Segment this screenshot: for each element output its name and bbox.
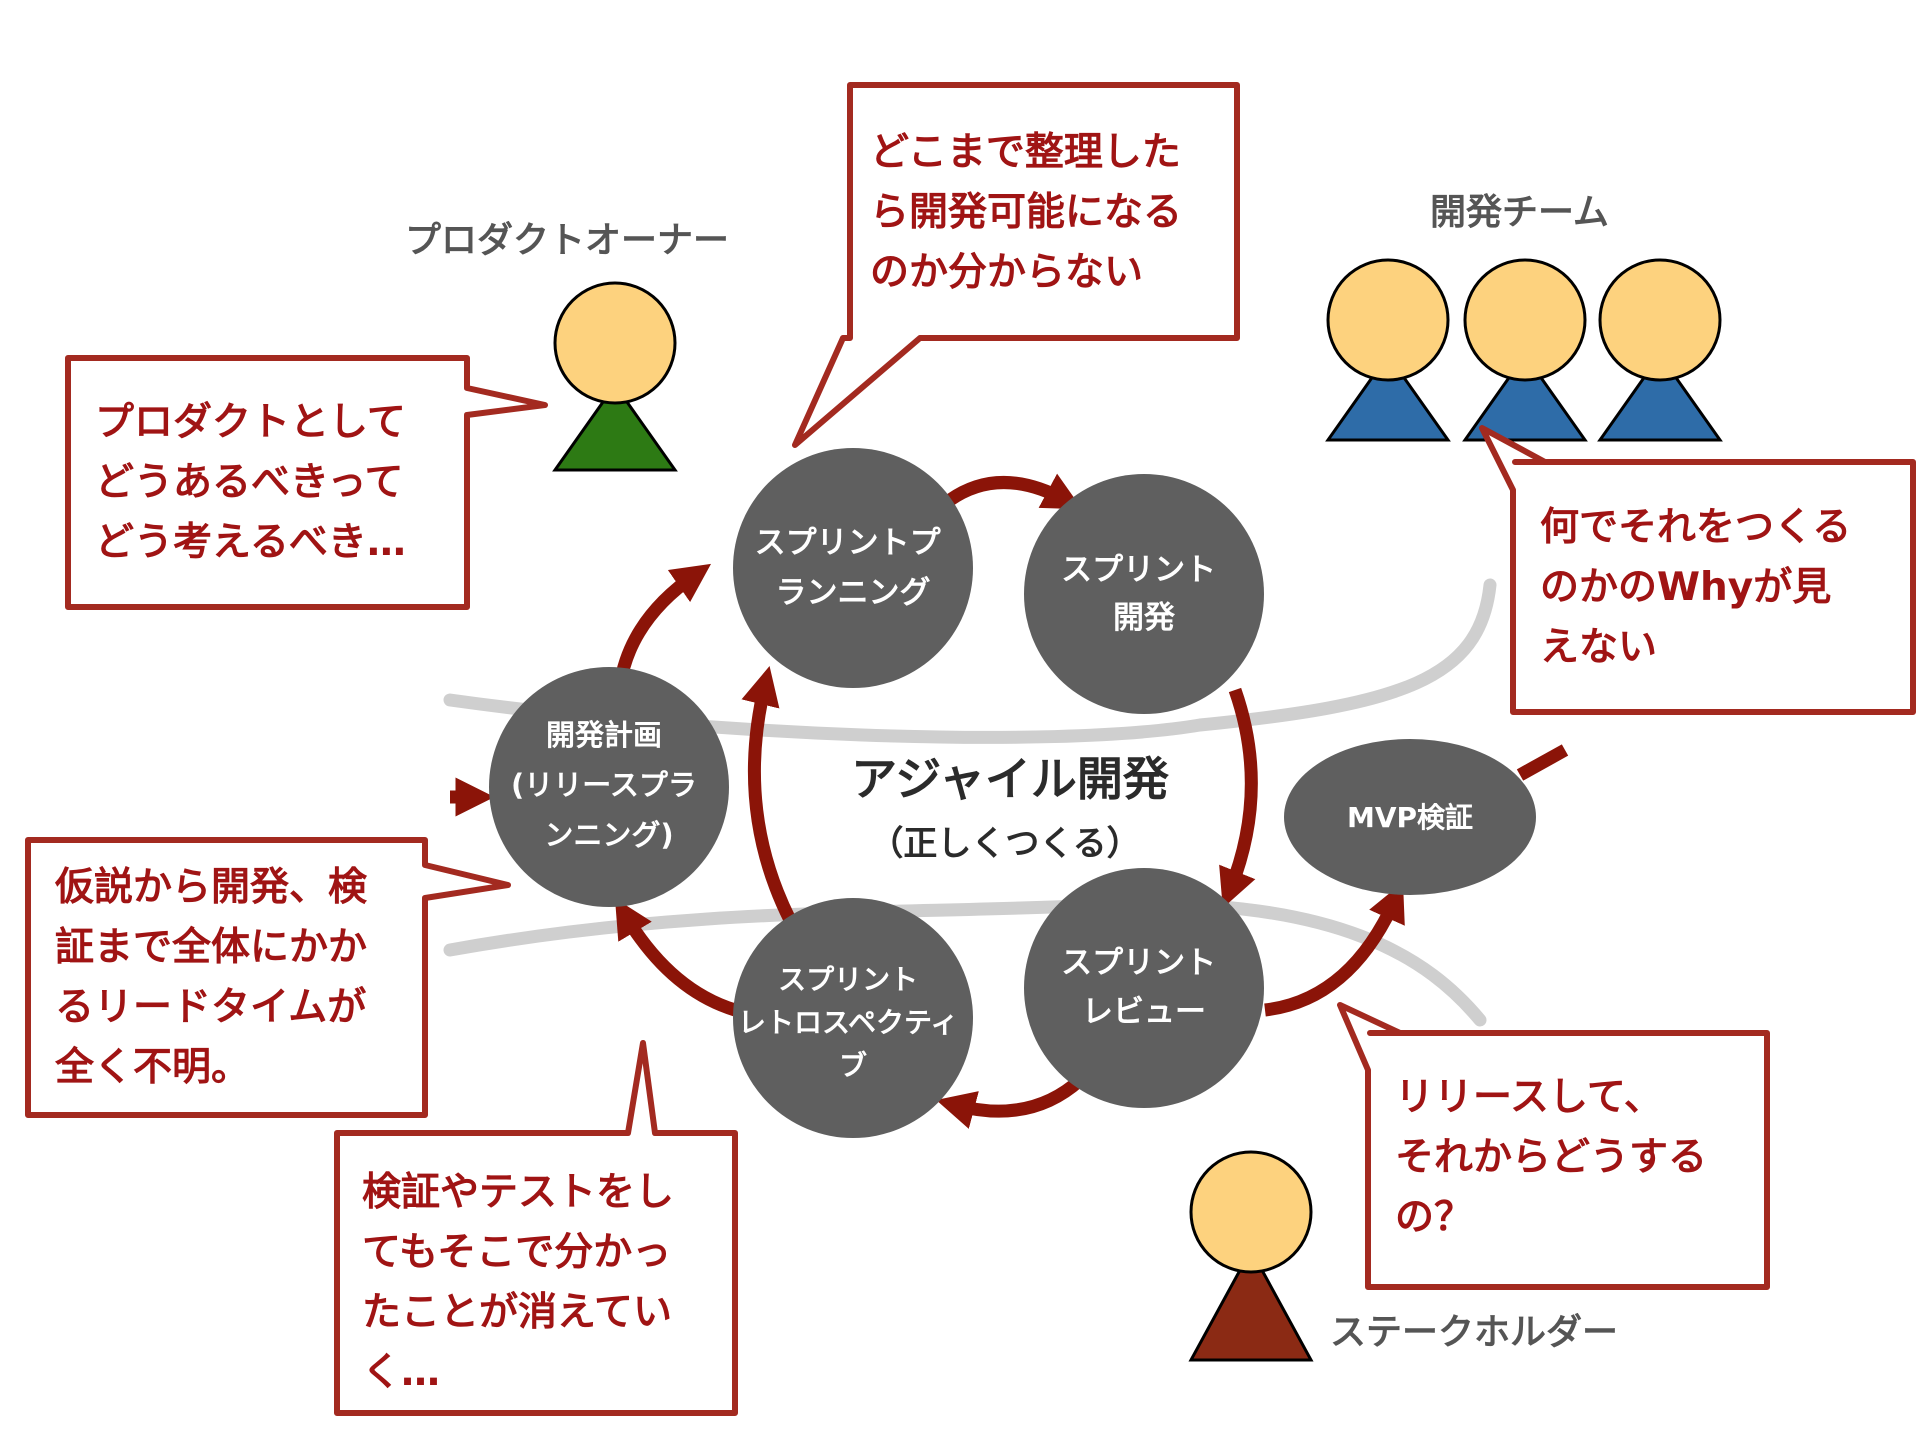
bubble-top-line1: どこまで整理した — [870, 130, 1181, 175]
product-owner-figure — [552, 281, 678, 472]
bubble-bottom-right: リリースして、 それからどうする の？ — [1337, 1002, 1770, 1290]
bubble-left-mid-line3: るリードタイムが — [55, 985, 366, 1030]
bubble-left-mid: 仮説から開発、検 証まで全体にかか るリードタイムが 全く不明。 — [25, 837, 511, 1118]
bubble-bottom-left-line2: てもそこで分かっ — [362, 1230, 671, 1275]
node-sprint-retro: スプリント レトロスペクティ ブ — [733, 898, 973, 1138]
stakeholder-head — [1189, 1150, 1313, 1274]
node-sprint-planning-line1: スプリントプ — [755, 525, 942, 561]
bubble-right-top: 何でそれをつくる のかのWhyが見 えない — [1479, 425, 1916, 715]
center-label: アジャイル開発 （正しくつくる） — [851, 752, 1170, 864]
bubble-left-top-line1: プロダクトとして — [95, 400, 406, 445]
center-title: アジャイル開発 — [851, 752, 1170, 806]
bubble-top-shape — [792, 82, 1240, 448]
node-sprint-dev-circle — [1024, 474, 1264, 714]
bubble-right-top-shape — [1479, 425, 1916, 715]
bubble-bottom-left-shape — [334, 1040, 738, 1416]
node-sprint-dev-line1: スプリント — [1061, 552, 1216, 588]
node-sprint-dev-label: スプリント 開発 — [1061, 552, 1227, 636]
dev-member-3-head — [1598, 258, 1722, 382]
product-owner-head — [553, 281, 677, 405]
node-dev-plan-label: 開発計画 (リリースプラ ンニング) — [511, 718, 707, 852]
node-sprint-dev: スプリント 開発 — [1024, 474, 1264, 714]
bubble-bottom-right-line1: リリースして、 — [1395, 1075, 1663, 1120]
node-dev-plan-circle — [489, 667, 729, 907]
node-sprint-retro-line1: スプリント — [778, 963, 918, 996]
node-mvp-ellipse — [1284, 739, 1536, 895]
dev-team-label: 開発チーム — [1430, 192, 1609, 233]
node-mvp-label: MVP検証 — [1347, 801, 1473, 834]
bubble-right-top-line2: のかのWhyが見 — [1540, 565, 1831, 610]
node-sprint-review-label: スプリント レビュー — [1061, 945, 1227, 1030]
dev-member-1-body — [1325, 352, 1451, 442]
bubble-top-line2: ら開発可能になる — [870, 190, 1182, 235]
arrow-planning-to-dev — [946, 473, 1083, 510]
arrow-review-to-mvp — [1264, 882, 1405, 1017]
node-sprint-retro-line3: ブ — [839, 1049, 867, 1082]
node-sprint-retro-circle — [733, 898, 973, 1138]
bubble-bottom-left-text: 検証やテストをし てもそこで分かっ たことが消えてい く… — [362, 1170, 688, 1395]
bubble-bottom-left-line1: 検証やテストをし — [362, 1170, 674, 1215]
node-sprint-planning-label: スプリントプ ランニング — [755, 525, 952, 611]
arrow-plan-to-planning — [613, 563, 712, 687]
center-subtitle: （正しくつくる） — [869, 824, 1140, 864]
bubble-right-top-line1: 何でそれをつくる — [1540, 505, 1851, 550]
node-dev-plan-line3: ンニング) — [544, 818, 673, 852]
bubble-right-top-text: 何でそれをつくる のかのWhyが見 えない — [1540, 505, 1865, 670]
node-sprint-review-line1: スプリント — [1061, 945, 1216, 981]
node-sprint-review: スプリント レビュー — [1024, 868, 1264, 1108]
arrow-retro-to-planning — [741, 666, 796, 923]
bubble-left-top-line3: どう考えるべき… — [95, 520, 406, 565]
stakeholder-figure — [1188, 1150, 1314, 1362]
node-sprint-planning-line2: ランニング — [776, 575, 931, 611]
node-dev-plan-line2: (リリースプラ — [511, 768, 697, 802]
node-sprint-retro-label: スプリント レトロスペクティ ブ — [738, 963, 968, 1082]
bubble-left-top: プロダクトとして どうあるべきって どう考えるべき… — [65, 355, 548, 610]
node-dev-plan-line1: 開発計画 — [546, 718, 662, 752]
bubble-top: どこまで整理した ら開発可能になる のか分からない — [792, 82, 1240, 448]
dev-team-figures — [1325, 258, 1723, 442]
arrow-dev-to-review — [1219, 687, 1258, 909]
node-sprint-dev-line2: 開発 — [1113, 600, 1176, 636]
bubble-bottom-left-line4: く… — [362, 1350, 440, 1395]
bubble-left-mid-shape — [25, 837, 511, 1118]
bubble-top-line3: のか分からない — [870, 250, 1143, 295]
bubble-bottom-right-text: リリースして、 それからどうする の？ — [1395, 1075, 1721, 1240]
node-sprint-planning: スプリントプ ランニング — [733, 448, 973, 688]
node-sprint-review-line2: レビュー — [1082, 994, 1206, 1030]
stakeholder-label: ステークホルダー — [1330, 1312, 1618, 1353]
bubble-left-mid-text: 仮説から開発、検 証まで全体にかか るリードタイムが 全く不明。 — [54, 865, 381, 1090]
dev-member-2-body — [1462, 352, 1588, 442]
dev-member-3-body — [1597, 352, 1723, 442]
stakeholder-body — [1188, 1246, 1314, 1362]
bubble-left-mid-line1: 仮説から開発、検 — [54, 865, 368, 910]
arrow-review-to-retro — [936, 1075, 1085, 1129]
dev-member-2-head — [1463, 258, 1587, 382]
bubble-left-top-text: プロダクトとして どうあるべきって どう考えるべき… — [95, 400, 419, 565]
bubble-right-top-line3: えない — [1540, 625, 1657, 670]
bubble-bottom-right-shape — [1337, 1002, 1770, 1290]
bubble-top-text: どこまで整理した ら開発可能になる のか分からない — [870, 130, 1196, 295]
bubble-left-top-shape — [65, 355, 548, 610]
arrow-retro-to-plan — [614, 898, 737, 1017]
bubble-left-top-line2: どうあるべきって — [95, 460, 404, 505]
dev-member-1-head — [1326, 258, 1450, 382]
bubble-left-mid-line4: 全く不明。 — [54, 1045, 250, 1090]
bubble-bottom-left-line3: たことが消えてい — [362, 1290, 672, 1335]
arrow-mvp-out — [1516, 744, 1569, 781]
bubble-bottom-right-line3: の？ — [1395, 1195, 1473, 1240]
bubble-bottom-left: 検証やテストをし てもそこで分かっ たことが消えてい く… — [334, 1040, 738, 1416]
node-mvp: MVP検証 — [1284, 739, 1536, 895]
product-owner-body — [552, 382, 678, 472]
node-sprint-retro-line2: レトロスペクティ — [738, 1006, 958, 1039]
bubble-left-mid-line2: 証まで全体にかか — [55, 925, 367, 970]
process-nodes: スプリントプ ランニング スプリント 開発 スプリント レビュー スプリント レ… — [489, 448, 1536, 1138]
product-owner-label: プロダクトオーナー — [405, 220, 729, 261]
node-sprint-planning-circle — [733, 448, 973, 688]
bubble-bottom-right-line2: それからどうする — [1395, 1135, 1707, 1180]
node-dev-plan: 開発計画 (リリースプラ ンニング) — [489, 667, 729, 907]
node-sprint-review-circle — [1024, 868, 1264, 1108]
